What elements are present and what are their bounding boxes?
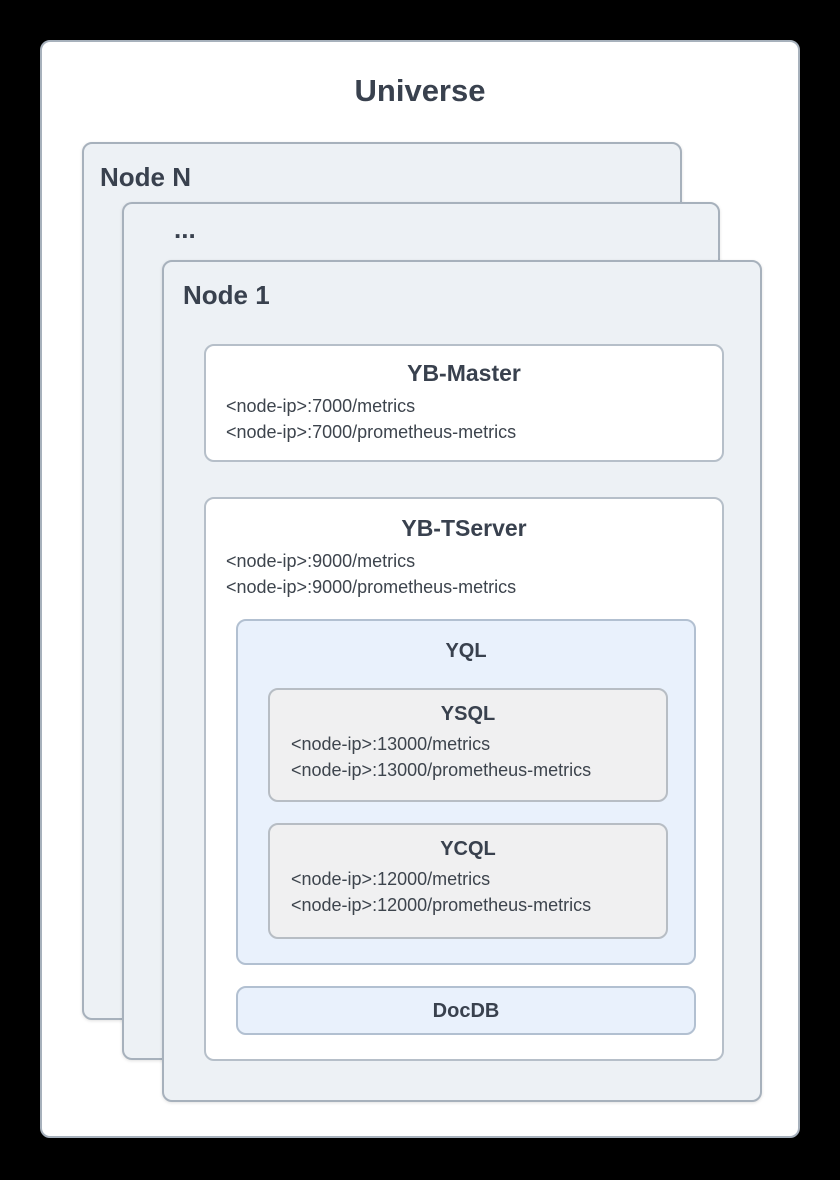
endpoint-line: <node-ip>:9000/metrics: [226, 551, 416, 571]
yb-master-box: YB-Master <node-ip>:7000/metrics <node-i…: [204, 344, 724, 462]
yb-master-title: YB-Master: [407, 360, 521, 386]
ycql-box: YCQL <node-ip>:12000/metrics <node-ip>:1…: [268, 823, 668, 939]
ysql-box: YSQL <node-ip>:13000/metrics <node-ip>:1…: [268, 688, 668, 802]
endpoint-line: <node-ip>:7000/metrics: [226, 396, 416, 416]
docdb-box: DocDB: [236, 986, 696, 1035]
ycql-title: YCQL: [440, 838, 496, 860]
yql-box: YQL YSQL <node-ip>:13000/metrics <node-i…: [236, 619, 696, 965]
yb-tserver-title: YB-TServer: [401, 515, 527, 541]
node-1-label: Node 1: [183, 280, 270, 310]
node-ellipsis-label: ...: [174, 214, 196, 244]
docdb-title: DocDB: [432, 999, 500, 1022]
endpoint-line: <node-ip>:7000/prometheus-metrics: [226, 422, 517, 442]
node-1-box: Node 1 YB-Master <node-ip>:7000/metrics …: [162, 260, 762, 1102]
ycql-endpoints: <node-ip>:12000/metrics <node-ip>:12000/…: [291, 866, 666, 918]
endpoint-line: <node-ip>:13000/prometheus-metrics: [291, 760, 592, 780]
endpoint-line: <node-ip>:9000/prometheus-metrics: [226, 577, 517, 597]
node-n-label: Node N: [100, 162, 191, 192]
universe-box: Universe Node N ... Node 1 YB-Master <no…: [40, 40, 800, 1138]
yb-tserver-box: YB-TServer <node-ip>:9000/metrics <node-…: [204, 497, 724, 1061]
yql-title: YQL: [445, 640, 487, 662]
ysql-endpoints: <node-ip>:13000/metrics <node-ip>:13000/…: [291, 731, 666, 783]
yb-tserver-endpoints: <node-ip>:9000/metrics <node-ip>:9000/pr…: [226, 548, 722, 600]
endpoint-line: <node-ip>:13000/metrics: [291, 734, 491, 754]
ysql-title: YSQL: [440, 703, 496, 725]
endpoint-line: <node-ip>:12000/metrics: [291, 869, 491, 889]
yb-master-endpoints: <node-ip>:7000/metrics <node-ip>:7000/pr…: [226, 393, 722, 445]
universe-title: Universe: [354, 73, 486, 108]
endpoint-line: <node-ip>:12000/prometheus-metrics: [291, 895, 592, 915]
